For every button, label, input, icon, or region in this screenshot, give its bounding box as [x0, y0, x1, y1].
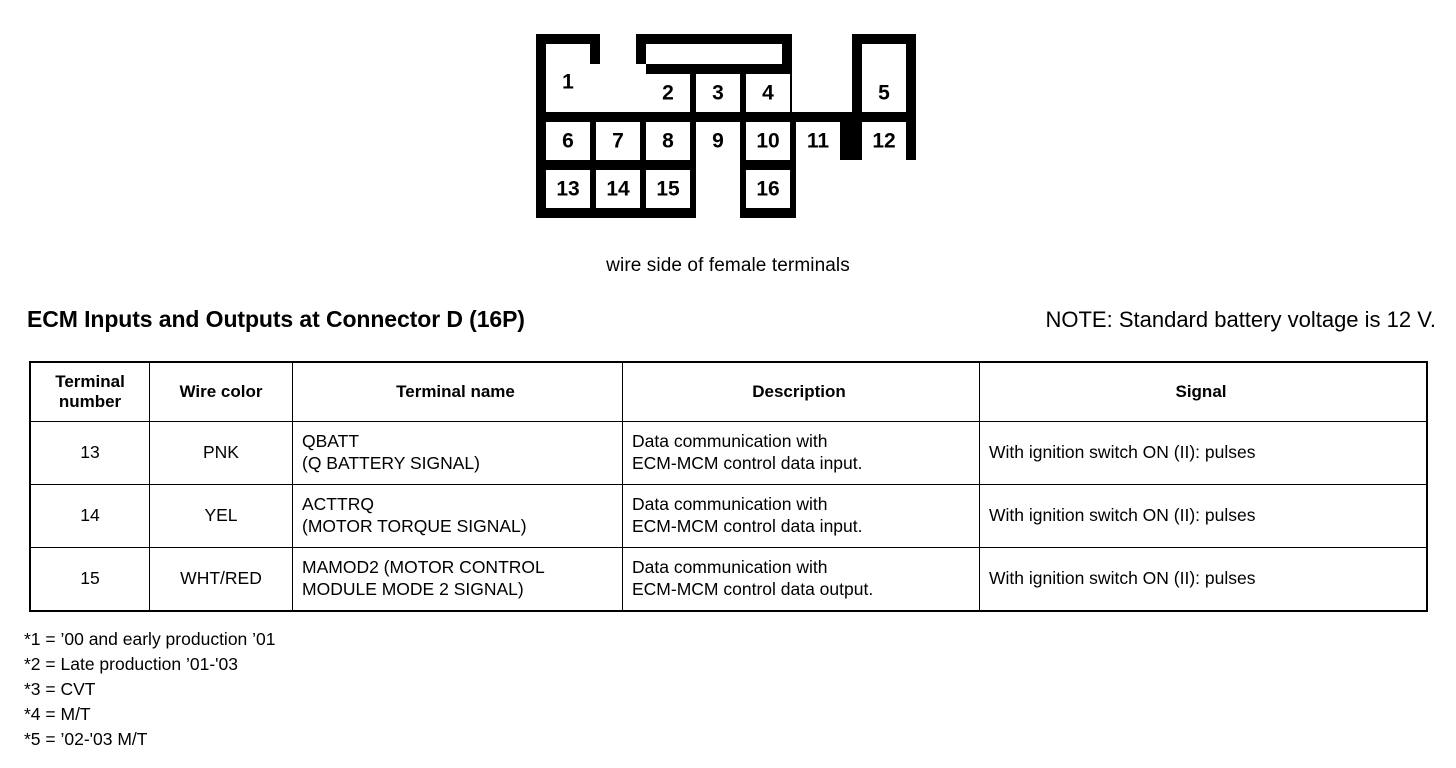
- terminal-label-15: 15: [656, 178, 680, 201]
- cell-terminal-name: ACTTRQ (MOTOR TORQUE SIGNAL): [292, 484, 623, 548]
- terminal-label-6: 6: [562, 130, 574, 153]
- cell-wire-color: PNK: [149, 421, 293, 485]
- terminal-label-9: 9: [712, 130, 724, 153]
- footnotes: *1 = ’00 and early production ’01 *2 = L…: [24, 627, 276, 752]
- cell-signal: With ignition switch ON (II): pulses: [979, 484, 1428, 548]
- terminal-label-14: 14: [606, 178, 630, 201]
- terminal-label-13: 13: [556, 178, 579, 201]
- terminal-label-4: 4: [762, 82, 774, 105]
- cell-terminal-name: QBATT (Q BATTERY SIGNAL): [292, 421, 623, 485]
- terminal-label-16: 16: [756, 178, 779, 201]
- terminal-label-2: 2: [662, 82, 674, 105]
- column-header-description: Description: [622, 362, 980, 422]
- footnote-2: *2 = Late production ’01-'03: [24, 654, 238, 674]
- cell-terminal-number: 15: [29, 547, 150, 611]
- terminal-label-8: 8: [662, 130, 674, 153]
- diagram-caption: wire side of female terminals: [606, 255, 850, 276]
- footnote-1: *1 = ’00 and early production ’01: [24, 629, 276, 649]
- page-title: ECM Inputs and Outputs at Connector D (1…: [27, 306, 525, 332]
- column-header-terminal-name: Terminal name: [292, 362, 623, 422]
- cell-description: Data communication with ECM-MCM control …: [622, 547, 980, 611]
- table-row: 14 YEL ACTTRQ (MOTOR TORQUE SIGNAL) Data…: [29, 484, 1428, 548]
- cell-terminal-number: 14: [29, 484, 150, 548]
- cell-signal: With ignition switch ON (II): pulses: [979, 547, 1428, 611]
- connector-pinout-diagram: 1 2 3 4 5 6 7 8 9 10 11 12 13 14 15 16: [536, 34, 916, 218]
- terminal-label-11: 11: [807, 130, 830, 153]
- terminal-label-10: 10: [756, 130, 779, 153]
- table-row: 15 WHT/RED MAMOD2 (MOTOR CONTROL MODULE …: [29, 547, 1428, 611]
- column-header-signal: Signal: [979, 362, 1428, 422]
- table-row: 13 PNK QBATT (Q BATTERY SIGNAL) Data com…: [29, 421, 1428, 485]
- connector-svg: 1 2 3 4 5 6 7 8 9 10 11 12 13 14 15 16: [536, 34, 916, 218]
- terminal-label-1: 1: [562, 71, 574, 94]
- footnote-3: *3 = CVT: [24, 679, 96, 699]
- cell-terminal-name: MAMOD2 (MOTOR CONTROL MODULE MODE 2 SIGN…: [292, 547, 623, 611]
- cell-description: Data communication with ECM-MCM control …: [622, 484, 980, 548]
- cell-wire-color: WHT/RED: [149, 547, 293, 611]
- ecm-pinout-table: Terminal number Wire color Terminal name…: [29, 361, 1428, 612]
- column-header-wire-color: Wire color: [149, 362, 293, 422]
- column-header-terminal-number: Terminal number: [29, 362, 150, 422]
- terminal-label-12: 12: [872, 130, 895, 153]
- cell-signal: With ignition switch ON (II): pulses: [979, 421, 1428, 485]
- terminal-label-5: 5: [878, 82, 890, 105]
- terminal-label-3: 3: [712, 82, 724, 105]
- cell-description: Data communication with ECM-MCM control …: [622, 421, 980, 485]
- table-header: Terminal number Wire color Terminal name…: [29, 362, 1428, 422]
- cell-wire-color: YEL: [149, 484, 293, 548]
- footnote-4: *4 = M/T: [24, 704, 91, 724]
- table-header-row: Terminal number Wire color Terminal name…: [29, 362, 1428, 422]
- table-body: 13 PNK QBATT (Q BATTERY SIGNAL) Data com…: [29, 421, 1428, 611]
- footnote-5: *5 = ’02-'03 M/T: [24, 729, 148, 749]
- cell-terminal-number: 13: [29, 421, 150, 485]
- battery-voltage-note: NOTE: Standard battery voltage is 12 V.: [1045, 307, 1436, 332]
- connector-cavities: [546, 34, 916, 218]
- terminal-label-7: 7: [612, 130, 624, 153]
